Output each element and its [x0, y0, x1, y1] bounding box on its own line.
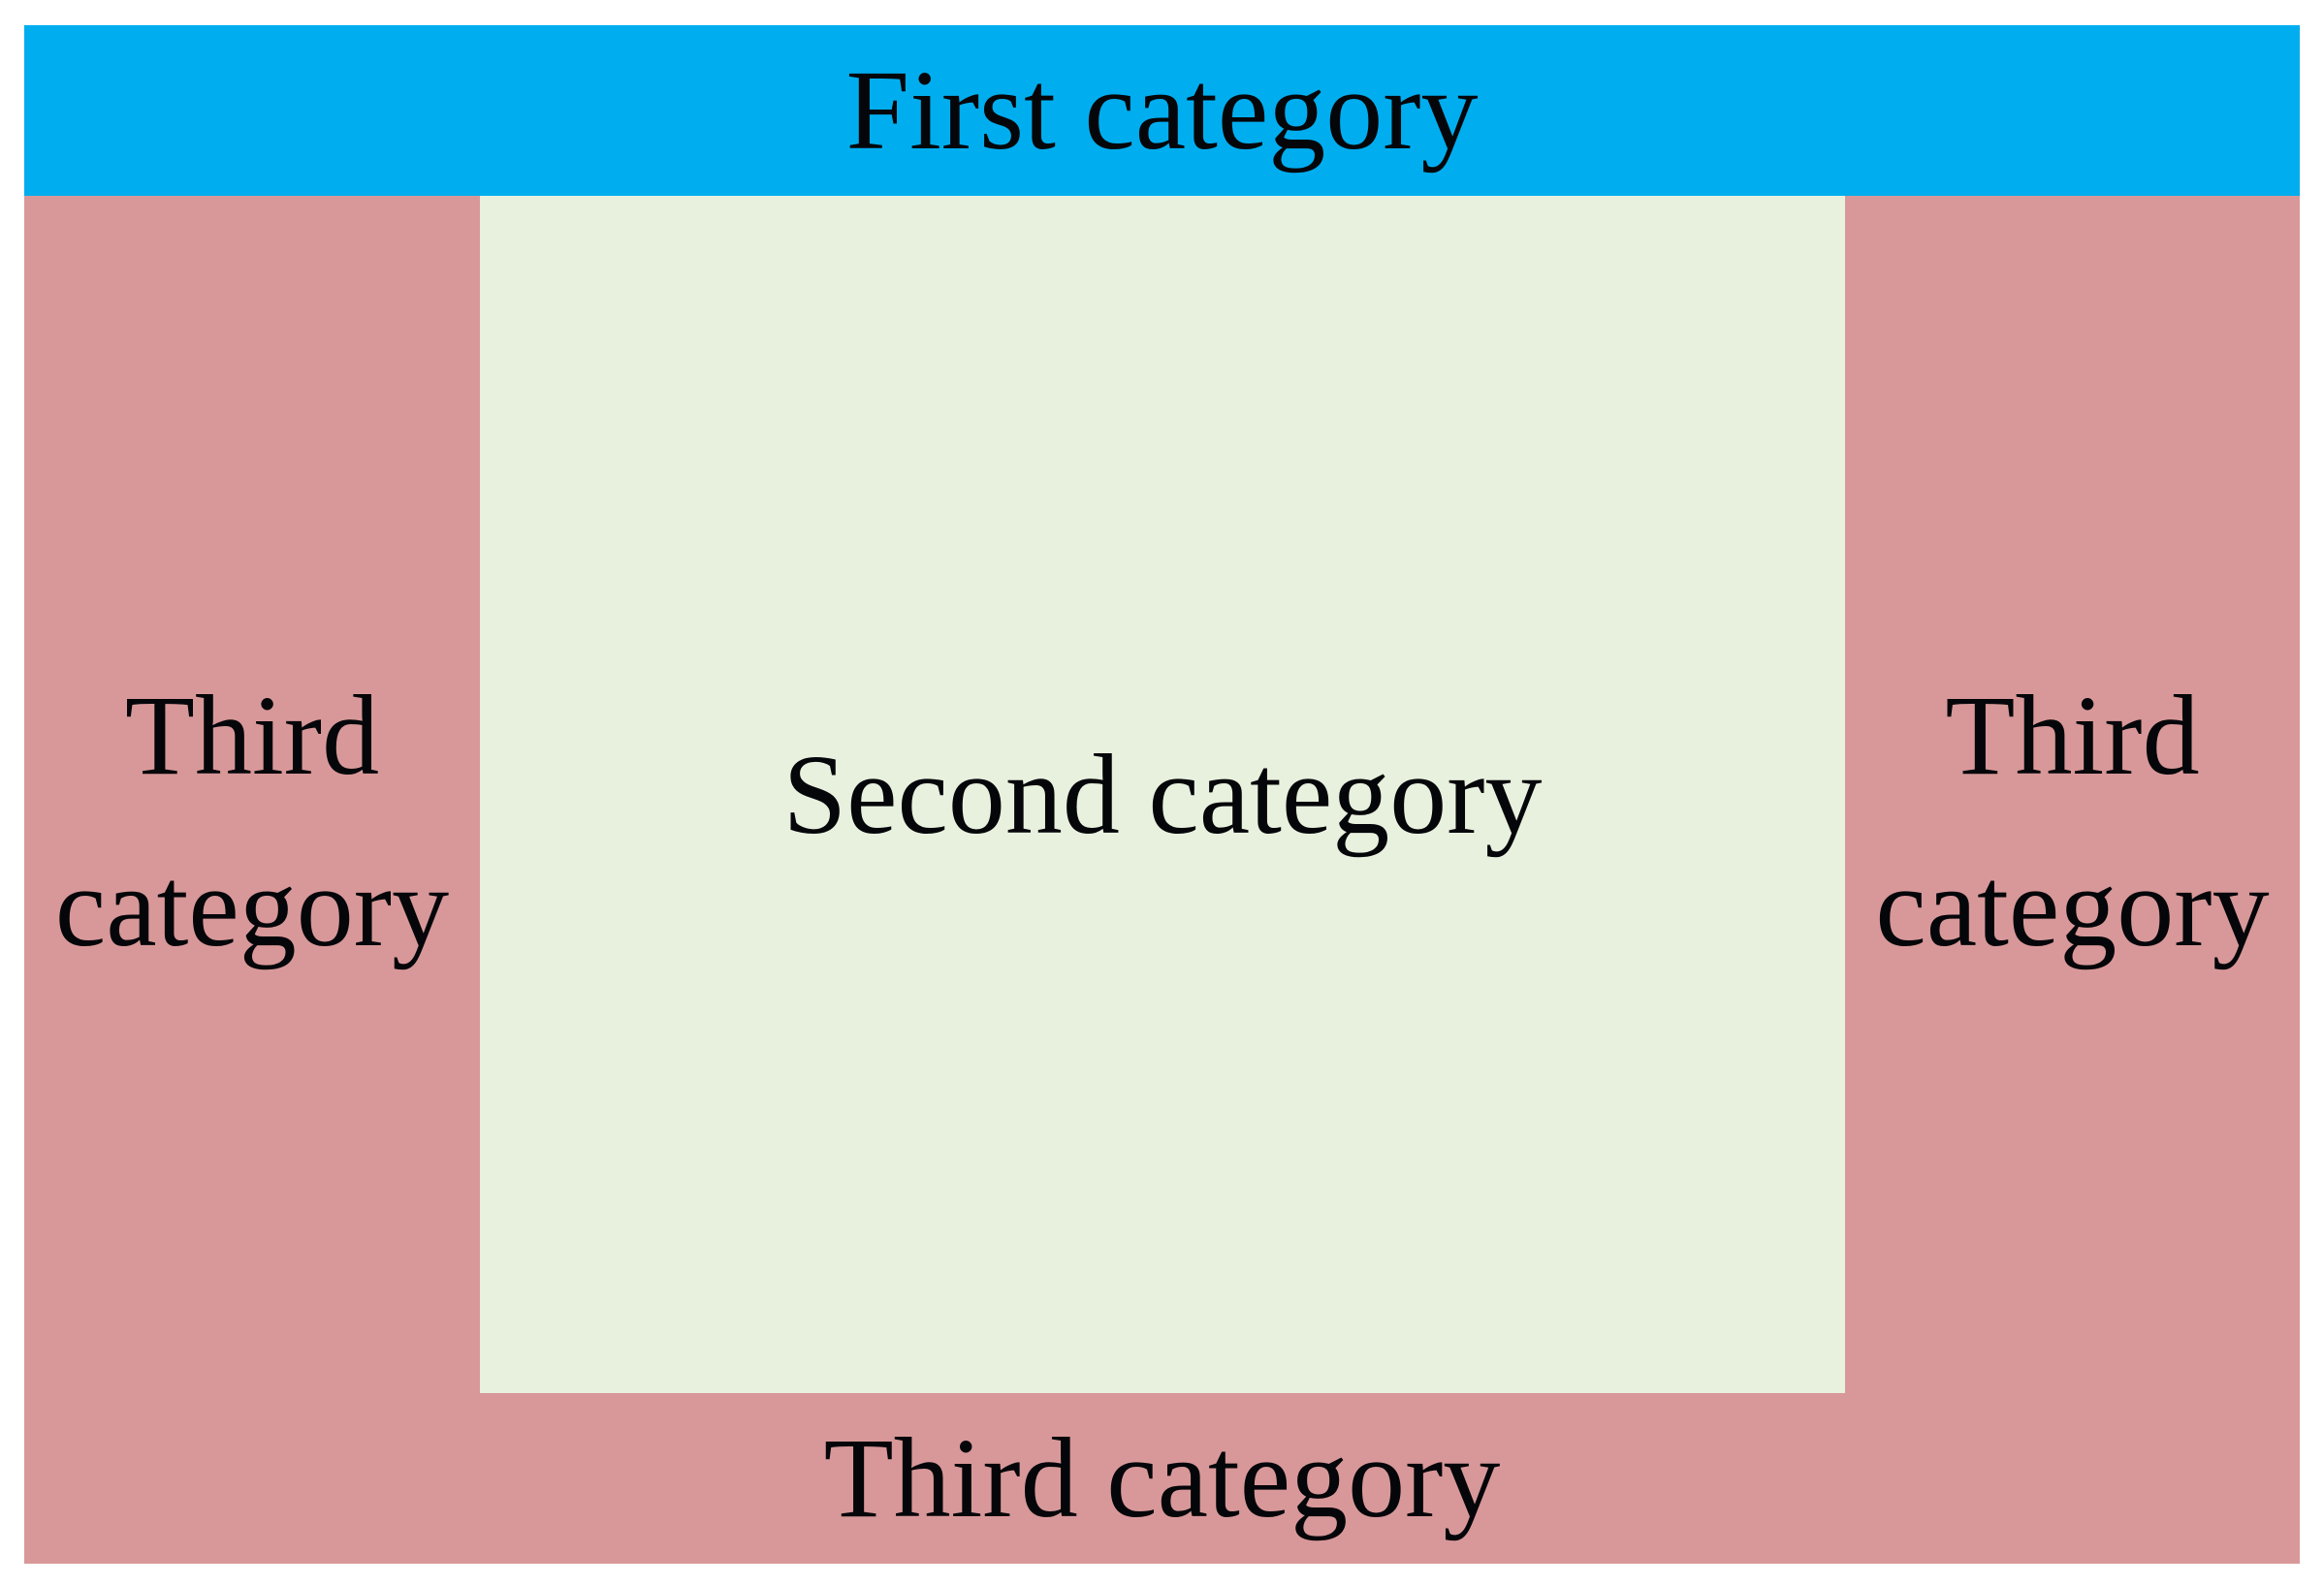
third-category-label-left: Third category — [24, 196, 480, 1393]
second-category-label: Second category — [782, 730, 1543, 858]
first-category-label: First category — [845, 47, 1479, 174]
third-category-region: Third category Second category Third cat… — [24, 196, 2300, 1564]
second-category-box: Second category — [480, 196, 1845, 1393]
third-category-left-line2: category — [54, 843, 450, 970]
third-category-bottom-text: Third category — [823, 1414, 1501, 1541]
third-category-left-line1: Third — [124, 672, 380, 799]
third-category-label-right: Third category — [1845, 196, 2300, 1393]
third-category-right-line1: Third — [1945, 672, 2200, 799]
third-category-label-bottom: Third category — [24, 1393, 2300, 1564]
third-category-right-line2: category — [1875, 843, 2270, 970]
first-category-band: First category — [24, 25, 2300, 196]
